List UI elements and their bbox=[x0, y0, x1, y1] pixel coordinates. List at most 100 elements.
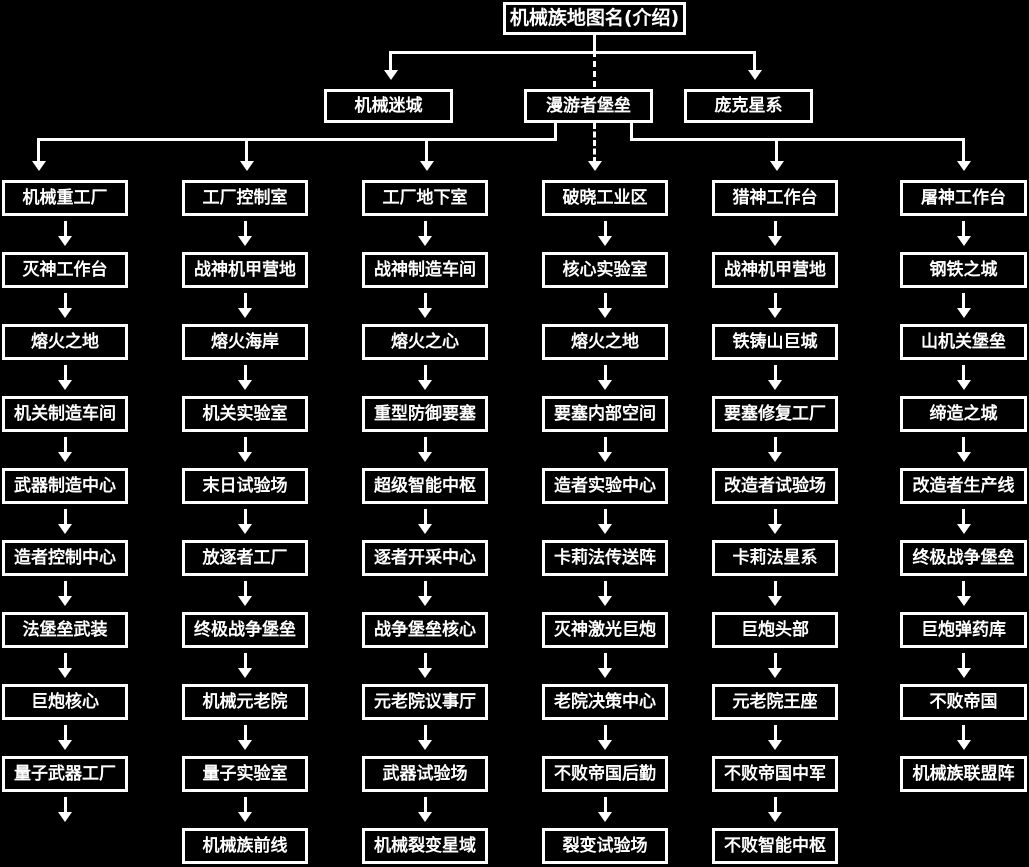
column-3-node-7[interactable]: 战争堡垒核心 bbox=[362, 612, 488, 648]
column-5-arrow-4 bbox=[768, 452, 782, 462]
column-1-node-8[interactable]: 巨炮核心 bbox=[2, 684, 128, 720]
column-3-node-6[interactable]: 逐者开采中心 bbox=[362, 540, 488, 576]
column-2-node-1[interactable]: 工厂控制室 bbox=[182, 180, 308, 216]
column-2-node-8[interactable]: 机械元老院 bbox=[182, 684, 308, 720]
column-5-node-9[interactable]: 不败帝国中军 bbox=[712, 756, 838, 792]
column-4-node-10[interactable]: 裂变试验场 bbox=[542, 828, 668, 864]
column-6-node-8[interactable]: 不败帝国 bbox=[900, 684, 1027, 720]
column-2-node-7[interactable]: 终极战争堡垒 bbox=[182, 612, 308, 648]
tier2-node-1[interactable]: 机械迷城 bbox=[324, 89, 453, 123]
column-6-node-4-label: 缔造之城 bbox=[929, 403, 998, 424]
column-5-arrow-6 bbox=[768, 596, 782, 606]
column-3-arrow-8 bbox=[418, 740, 432, 750]
column-5-node-3[interactable]: 铁铸山巨城 bbox=[712, 324, 838, 360]
column-3-node-8[interactable]: 元老院议事厅 bbox=[362, 684, 488, 720]
column-1-node-9[interactable]: 量子武器工厂 bbox=[2, 756, 128, 792]
column-4-connector-3 bbox=[603, 365, 607, 381]
column-drop-3 bbox=[425, 138, 428, 162]
column-4-node-1[interactable]: 破晓工业区 bbox=[542, 180, 668, 216]
column-1-node-5[interactable]: 武器制造中心 bbox=[2, 468, 128, 504]
column-5-node-2[interactable]: 战神机甲营地 bbox=[712, 252, 838, 288]
column-5-connector-4 bbox=[773, 437, 777, 453]
column-4-node-2[interactable]: 核心实验室 bbox=[542, 252, 668, 288]
column-4-node-6[interactable]: 卡莉法传送阵 bbox=[542, 540, 668, 576]
column-arrow-6 bbox=[957, 161, 971, 171]
column-2-node-5[interactable]: 末日试验场 bbox=[182, 468, 308, 504]
column-6-node-2-label: 钢铁之城 bbox=[929, 259, 998, 280]
column-bus-riser-left bbox=[554, 123, 557, 141]
tier2-bus bbox=[389, 51, 756, 54]
column-4-connector-4 bbox=[603, 437, 607, 453]
column-4-node-8-label: 老院决策中心 bbox=[554, 691, 656, 712]
column-arrow-3 bbox=[420, 161, 434, 171]
column-1-node-6[interactable]: 造者控制中心 bbox=[2, 540, 128, 576]
column-6-node-3[interactable]: 山机关堡垒 bbox=[900, 324, 1027, 360]
column-4-node-7[interactable]: 灭神激光巨炮 bbox=[542, 612, 668, 648]
column-5-node-6[interactable]: 卡莉法星系 bbox=[712, 540, 838, 576]
column-2-node-4[interactable]: 机关实验室 bbox=[182, 396, 308, 432]
column-drop-2 bbox=[245, 138, 248, 162]
column-4-node-4[interactable]: 要塞内部空间 bbox=[542, 396, 668, 432]
column-4-arrow-8 bbox=[598, 740, 612, 750]
column-6-node-2[interactable]: 钢铁之城 bbox=[900, 252, 1027, 288]
column-2-node-2[interactable]: 战神机甲营地 bbox=[182, 252, 308, 288]
column-5-node-7[interactable]: 巨炮头部 bbox=[712, 612, 838, 648]
column-3-node-2[interactable]: 战神制造车间 bbox=[362, 252, 488, 288]
column-6-node-9-label: 机械族联盟阵 bbox=[912, 763, 1015, 784]
column-3-node-4[interactable]: 重型防御要塞 bbox=[362, 396, 488, 432]
column-4-node-3[interactable]: 熔火之地 bbox=[542, 324, 668, 360]
column-4-node-9[interactable]: 不败帝国后勤 bbox=[542, 756, 668, 792]
column-6-node-7[interactable]: 巨炮弹药库 bbox=[900, 612, 1027, 648]
tier2-node-3[interactable]: 庞克星系 bbox=[684, 89, 813, 123]
column-6-node-4[interactable]: 缔造之城 bbox=[900, 396, 1027, 432]
column-3-node-3[interactable]: 熔火之心 bbox=[362, 324, 488, 360]
column-5-node-10[interactable]: 不败智能中枢 bbox=[712, 828, 838, 864]
column-4-node-8[interactable]: 老院决策中心 bbox=[542, 684, 668, 720]
column-2-node-6[interactable]: 放逐者工厂 bbox=[182, 540, 308, 576]
column-6-connector-3 bbox=[962, 365, 965, 381]
column-2-node-10[interactable]: 机械族前线 bbox=[182, 828, 308, 864]
column-6-node-1[interactable]: 屠神工作台 bbox=[900, 180, 1027, 216]
column-3-connector-5 bbox=[423, 509, 427, 525]
column-2-node-3[interactable]: 熔火海岸 bbox=[182, 324, 308, 360]
column-6-node-3-label: 山机关堡垒 bbox=[921, 331, 1006, 352]
column-5-connector-3 bbox=[773, 365, 777, 381]
column-1-node-4-label: 机关制造车间 bbox=[14, 403, 116, 424]
column-1-connector-6 bbox=[63, 581, 67, 597]
column-2-node-3-label: 熔火海岸 bbox=[211, 331, 279, 352]
column-5-node-8[interactable]: 元老院王座 bbox=[712, 684, 838, 720]
column-1-node-4[interactable]: 机关制造车间 bbox=[2, 396, 128, 432]
column-2-node-9[interactable]: 量子实验室 bbox=[182, 756, 308, 792]
column-1-node-3-label: 熔火之地 bbox=[31, 331, 99, 352]
column-5-node-1[interactable]: 猎神工作台 bbox=[712, 180, 838, 216]
column-3-node-1[interactable]: 工厂地下室 bbox=[362, 180, 488, 216]
column-6-arrow-2 bbox=[956, 308, 971, 318]
column-4-node-5[interactable]: 造者实验中心 bbox=[542, 468, 668, 504]
column-2-node-10-label: 机械族前线 bbox=[202, 835, 288, 856]
column-3-node-9[interactable]: 武器试验场 bbox=[362, 756, 488, 792]
column-3-arrow-4 bbox=[418, 452, 432, 462]
column-5-connector-1 bbox=[773, 221, 777, 237]
column-6-connector-5 bbox=[962, 509, 965, 525]
column-3-arrow-7 bbox=[418, 668, 432, 678]
column-3-node-3-label: 熔火之心 bbox=[391, 331, 459, 352]
column-6-node-9[interactable]: 机械族联盟阵 bbox=[900, 756, 1027, 792]
column-1-node-9-label: 量子武器工厂 bbox=[14, 763, 116, 784]
column-1-node-1[interactable]: 机械重工厂 bbox=[2, 180, 128, 216]
column-3-node-10[interactable]: 机械裂变星域 bbox=[362, 828, 488, 864]
column-3-node-5[interactable]: 超级智能中枢 bbox=[362, 468, 488, 504]
column-1-node-8-label: 巨炮核心 bbox=[31, 691, 99, 712]
column-2-arrow-5 bbox=[238, 524, 252, 534]
column-4-connector-8 bbox=[603, 725, 607, 741]
column-4-connector-9 bbox=[603, 797, 607, 813]
root-node[interactable]: 机械族地图名(介绍) bbox=[503, 2, 686, 35]
column-6-node-6[interactable]: 终极战争堡垒 bbox=[900, 540, 1027, 576]
column-5-node-5[interactable]: 改造者试验场 bbox=[712, 468, 838, 504]
tier2-node-3-label: 庞克星系 bbox=[714, 95, 783, 116]
column-1-node-3[interactable]: 熔火之地 bbox=[2, 324, 128, 360]
column-6-node-5[interactable]: 改造者生产线 bbox=[900, 468, 1027, 504]
tier2-node-2[interactable]: 漫游者堡垒 bbox=[524, 89, 653, 123]
column-1-node-7[interactable]: 法堡垒武装 bbox=[2, 612, 128, 648]
column-1-node-2[interactable]: 灭神工作台 bbox=[2, 252, 128, 288]
column-5-node-4[interactable]: 要塞修复工厂 bbox=[712, 396, 838, 432]
